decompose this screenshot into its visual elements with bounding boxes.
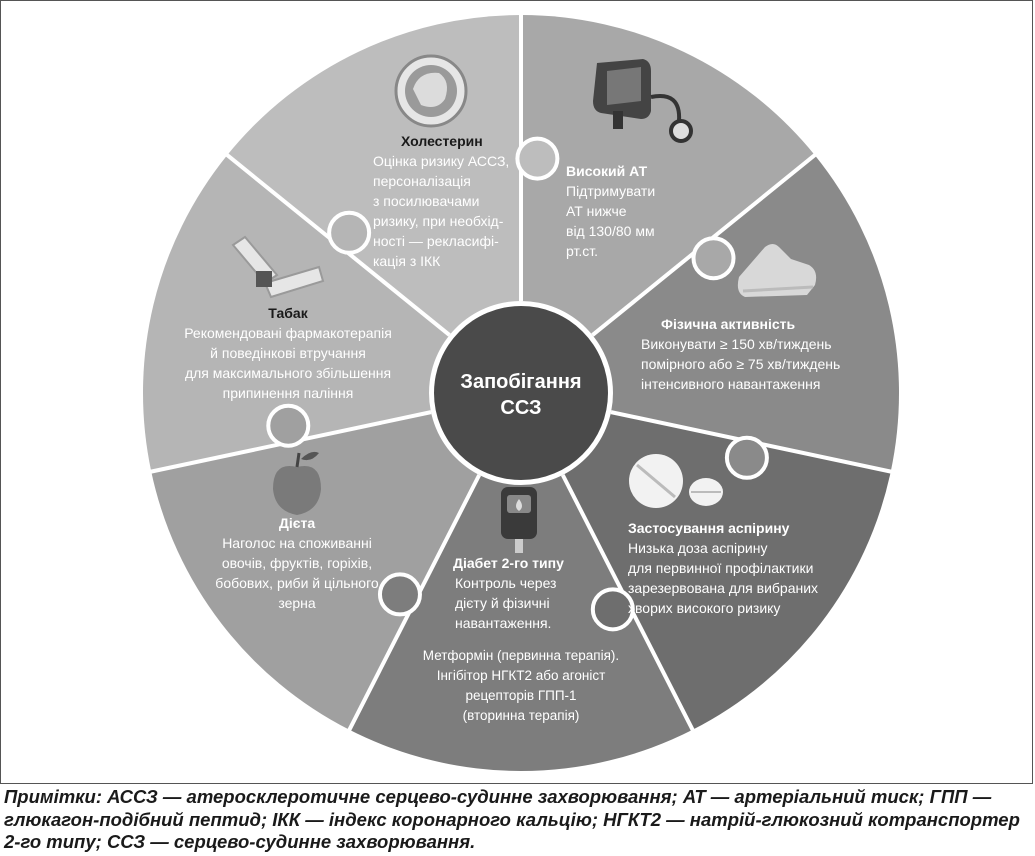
- segment-diabetes-text: Діабет 2-го типу Контроль через дієту й …: [453, 553, 593, 633]
- apple-icon: [273, 451, 321, 515]
- segment-bp: [521, 15, 815, 393]
- puzzle-knob: [691, 236, 736, 281]
- segment-bp-text: Високий АТ Підтримувати АТ нижче від 130…: [566, 161, 696, 261]
- figure-notes: Примітки: АССЗ — атеросклеротичне серцев…: [4, 786, 1020, 852]
- segment-activity-text: Фізична активність Виконувати ≥ 150 хв/т…: [641, 314, 881, 394]
- segment-body: Низька доза аспірину для первинної профі…: [628, 540, 819, 616]
- segment-title: Фізична активність: [661, 316, 796, 332]
- puzzle-knob: [590, 587, 635, 632]
- segment-body: Контроль через дієту й фізичні навантаже…: [455, 575, 557, 631]
- center-layer: [429, 301, 613, 485]
- puzzle-knob: [724, 435, 769, 480]
- dividers-layer: [148, 13, 894, 733]
- segment-body: Оцінка ризику АССЗ, персоналізація з пос…: [373, 153, 510, 269]
- segment-body: Підтримувати АТ нижче від 130/80 мм рт.с…: [566, 183, 656, 259]
- segment-diet-text: Дієта Наголос на споживанні овочів, фрук…: [197, 513, 397, 613]
- sneaker-icon: [737, 244, 817, 297]
- segment-tobacco: [143, 155, 521, 472]
- cholesterol-artery-icon: [394, 54, 468, 128]
- segment-body: Наголос на споживанні овочів, фруктів, г…: [215, 535, 379, 611]
- segment-tobacco-text: Табак Рекомендовані фармакотерапія й пов…: [169, 303, 407, 403]
- segment-title: Застосування аспірину: [628, 520, 790, 536]
- icons-layer: [231, 54, 817, 553]
- glucometer-icon: [501, 487, 537, 553]
- segment-activity: [521, 155, 899, 472]
- segment-title: Дієта: [278, 515, 316, 531]
- figure-frame: Запобігання ССЗ Холестерин Оцінка ризику…: [0, 0, 1033, 784]
- blood-pressure-cuff-icon: [593, 59, 693, 143]
- segment-title: Табак: [268, 305, 308, 321]
- puzzle-knob: [327, 210, 372, 255]
- segment-diet: [151, 393, 522, 730]
- center-disc: [434, 306, 608, 480]
- pills-icon: [629, 454, 723, 508]
- segment-title: Високий АТ: [566, 163, 648, 179]
- puzzle-knob: [266, 403, 311, 448]
- segment-aspirin: [521, 393, 891, 730]
- segment-diabetes: [349, 393, 693, 771]
- segment-body: Рекомендовані фармакотерапія й поведінко…: [184, 325, 392, 401]
- segment-diabetes-extra-text: Метформін (первинна терапія). Інгібітор …: [401, 646, 641, 726]
- inhaler-icon: [231, 235, 325, 299]
- puzzle-knob: [515, 136, 560, 181]
- puzzle-knob: [377, 572, 422, 617]
- segment-cholesterol-text: Холестерин Оцінка ризику АССЗ, персоналі…: [373, 131, 533, 271]
- center-label: Запобігання ССЗ: [460, 371, 582, 419]
- segment-body-secondary: Метформін (первинна терапія). Інгібітор …: [422, 648, 620, 723]
- segment-title: Діабет 2-го типу: [453, 555, 564, 571]
- segment-aspirin-text: Застосування аспірину Низька доза аспіри…: [628, 518, 858, 618]
- segment-title: Холестерин: [401, 133, 483, 149]
- prevention-wheel: [143, 13, 899, 771]
- segments-layer: [143, 15, 899, 771]
- segment-body: Виконувати ≥ 150 хв/тиждень помірного аб…: [641, 336, 841, 392]
